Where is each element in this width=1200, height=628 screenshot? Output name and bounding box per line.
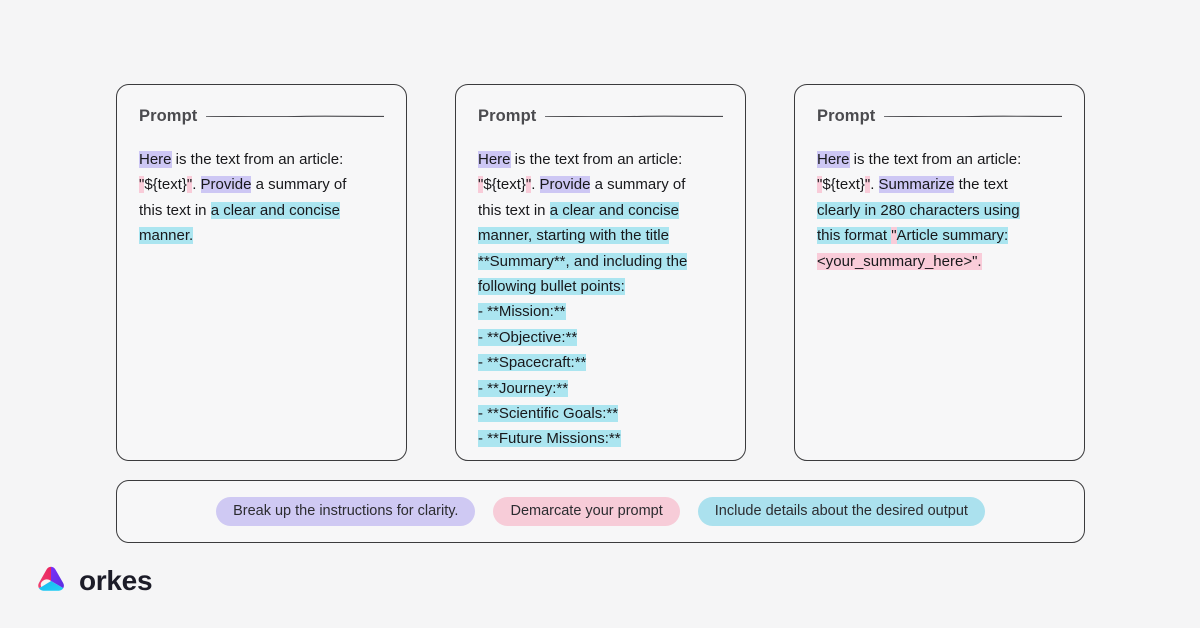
legend-bar: Break up the instructions for clarity. De… (116, 480, 1085, 543)
text-segment: this text in (478, 201, 550, 219)
prompt-line: clearly in 280 characters using (817, 198, 1062, 223)
brand-name: orkes (79, 565, 153, 596)
prompt-line: this text in a clear and concise (139, 198, 384, 223)
legend-pill: Demarcate your prompt (493, 496, 680, 527)
card-title: Prompt (478, 106, 537, 125)
prompt-line: - **Spacecraft:** (478, 350, 723, 375)
prompt-text: Here is the text from an article:"${text… (478, 147, 723, 452)
prompt-line: - **Scientific Goals:** (478, 401, 723, 426)
text-segment: a summary of (251, 176, 347, 194)
text-segment: is the text from an article: (510, 151, 683, 168)
prompt-line: manner. (139, 223, 384, 248)
text-segment: . (531, 176, 540, 194)
text-segment: . (192, 176, 201, 194)
highlight-cyan: this format (817, 227, 892, 245)
header-rule (545, 115, 723, 117)
highlight-cyan: a clear and concise (210, 201, 340, 219)
prompt-line: - **Mission:** (478, 299, 723, 324)
prompt-line: - **Journey:** (478, 376, 723, 401)
highlight-purple: Provide (539, 176, 591, 194)
text-segment: ${text} (483, 176, 526, 194)
prompt-line: **Summary**, and including the (478, 249, 723, 274)
prompt-text: Here is the text from an article:"${text… (817, 147, 1062, 274)
text-segment: is the text from an article: (171, 151, 344, 168)
text-segment: ${text} (822, 176, 865, 194)
highlight-cyan: **Summary**, and including the (478, 252, 688, 270)
prompt-text: Here is the text from an article:"${text… (139, 147, 384, 249)
highlight-pink: " (139, 176, 145, 194)
prompt-line: this text in a clear and concise (478, 198, 723, 223)
header-rule (206, 115, 384, 117)
highlight-purple: Summarize (878, 176, 955, 194)
prompt-line: Here is the text from an article: (139, 147, 384, 172)
text-segment: . (870, 176, 879, 194)
highlight-purple: Here (817, 151, 850, 168)
prompt-line: Here is the text from an article: (478, 147, 723, 172)
highlight-purple: Here (139, 151, 172, 168)
prompt-line: <your_summary_here>". (817, 249, 1062, 274)
card-header: Prompt (139, 105, 384, 127)
prompt-line: "${text}". Provide a summary of (478, 172, 723, 197)
highlight-cyan: - **Spacecraft:** (478, 354, 587, 372)
highlight-pink: " (891, 227, 897, 245)
highlight-cyan: clearly in 280 characters using (817, 201, 1020, 219)
highlight-cyan: - **Objective:** (478, 328, 578, 346)
legend-pill: Include details about the desired output (697, 496, 985, 527)
card-header: Prompt (478, 105, 723, 127)
highlight-cyan: manner, starting with the title (478, 227, 669, 245)
highlight-pink: " (817, 176, 823, 194)
text-segment: a summary of (590, 176, 686, 194)
highlight-pink: " (525, 176, 532, 194)
text-segment: this text in (139, 201, 211, 219)
prompt-line: - **Objective:** (478, 325, 723, 350)
card-header: Prompt (817, 105, 1062, 127)
legend-pill: Break up the instructions for clarity. (216, 496, 476, 527)
highlight-pink: " (478, 176, 484, 194)
prompt-line: following bullet points: (478, 274, 723, 299)
highlight-cyan: following bullet points: (478, 278, 625, 296)
highlight-cyan: manner. (139, 227, 194, 245)
highlight-cyan: a clear and concise (549, 201, 679, 219)
text-segment: is the text from an article: (849, 151, 1022, 168)
highlight-pink: " (864, 176, 871, 194)
prompt-line: - **Future Missions:** (478, 426, 723, 451)
highlight-cyan: - **Future Missions:** (478, 430, 621, 448)
orkes-swirl-logo-icon (34, 564, 68, 598)
highlight-cyan: Article summary: (896, 227, 1009, 245)
prompt-line: "${text}". Provide a summary of (139, 172, 384, 197)
prompt-line: "${text}". Summarize the text (817, 172, 1062, 197)
card-title: Prompt (817, 106, 876, 125)
highlight-pink: <your_summary_here>". (817, 252, 982, 270)
highlight-cyan: - **Journey:** (478, 379, 569, 397)
text-segment: ${text} (144, 176, 187, 194)
highlight-pink: " (186, 176, 193, 194)
card-title: Prompt (139, 106, 198, 125)
highlight-purple: Here (478, 151, 511, 168)
header-rule (884, 115, 1062, 117)
highlight-cyan: - **Mission:** (478, 303, 566, 321)
prompt-line: Here is the text from an article: (817, 147, 1062, 172)
text-segment: the text (954, 176, 1008, 194)
prompt-line: manner, starting with the title (478, 223, 723, 248)
highlight-cyan: - **Scientific Goals:** (478, 405, 619, 423)
brand-logo: orkes (34, 564, 153, 598)
highlight-purple: Provide (200, 176, 252, 194)
prompt-line: this format "Article summary: (817, 223, 1062, 248)
